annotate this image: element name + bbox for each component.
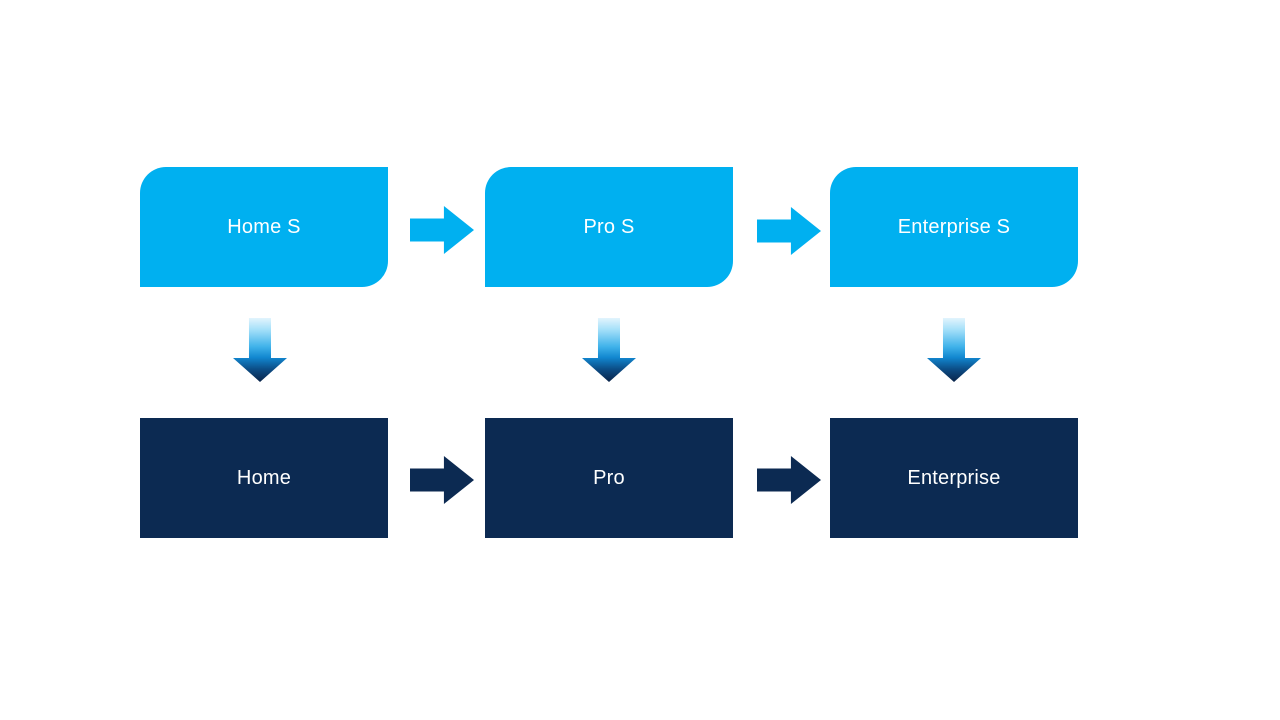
box-home: Home bbox=[140, 418, 388, 538]
box-pro-s-label: Pro S bbox=[583, 216, 635, 238]
box-home-s-label: Home S bbox=[227, 216, 301, 238]
box-home-label: Home bbox=[236, 467, 292, 489]
box-pro-s: Pro S bbox=[485, 167, 733, 287]
box-pro-label: Pro bbox=[593, 467, 625, 489]
down-arrow-icon bbox=[233, 318, 287, 382]
right-arrow-icon bbox=[410, 456, 474, 504]
box-enterprise-label: Enterprise bbox=[907, 467, 1001, 489]
box-enterprise-s-label: Enterprise S bbox=[897, 216, 1011, 238]
right-arrow-icon bbox=[757, 207, 821, 255]
box-enterprise: Enterprise bbox=[830, 418, 1078, 538]
down-arrow-icon bbox=[582, 318, 636, 382]
box-home-s: Home S bbox=[140, 167, 388, 287]
right-arrow-icon bbox=[757, 456, 821, 504]
box-pro: Pro bbox=[485, 418, 733, 538]
right-arrow-icon bbox=[410, 206, 474, 254]
box-enterprise-s: Enterprise S bbox=[830, 167, 1078, 287]
down-arrow-icon bbox=[927, 318, 981, 382]
